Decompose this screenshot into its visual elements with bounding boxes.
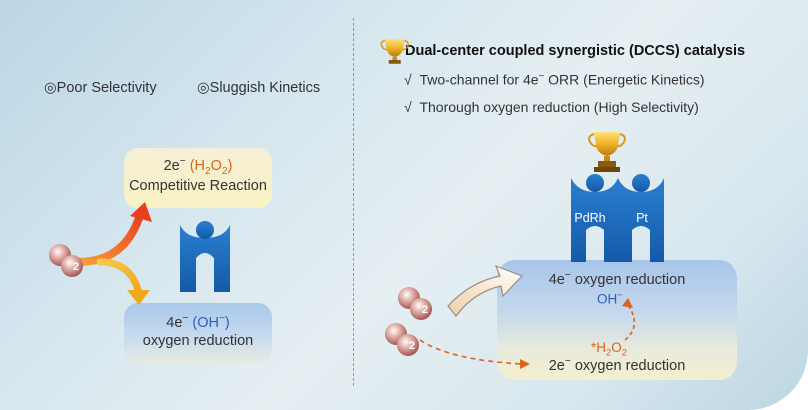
box-line-1: 4e− (OH−) [166, 313, 230, 331]
h2o2-to-oh-arrow [622, 298, 636, 341]
four-electron-channel-arrow [447, 264, 524, 317]
four-electron-label: 4e− oxygen reduction [548, 270, 686, 288]
bullet-text: Poor Selectivity [56, 80, 157, 96]
site-label-pt: Pt [636, 211, 648, 225]
box-line-2: Competitive Reaction [129, 178, 267, 194]
o2-molecule-icon [49, 244, 83, 277]
bullet-text: Sluggish Kinetics [209, 80, 321, 96]
competitive-reaction-box: 2e− (H2O2) Competitive Reaction [124, 148, 272, 208]
catalyst-figure-icon [571, 174, 618, 262]
four-electron-path-arrow [96, 258, 150, 305]
bullet-poor-selectivity: ◎Poor Selectivity [44, 80, 157, 96]
bullet-sluggish-kinetics: ◎Sluggish Kinetics [197, 80, 320, 96]
h2o2-intermediate-label: *H2O2 [591, 340, 628, 359]
bullet-glyph: ◎ [44, 80, 57, 96]
check-line-2: √ Thorough oxygen reduction (High Select… [404, 99, 699, 115]
box-line-1: 2e− (H2O2) [163, 156, 233, 177]
o2-label: 2 [422, 304, 428, 316]
o2-molecule-icon [398, 287, 432, 320]
bullet-glyph: ◎ [197, 80, 210, 96]
oh-product-label: OH− [597, 290, 623, 307]
panel-divider [353, 18, 354, 386]
catalyst-figure-icon [618, 174, 664, 262]
dccs-title: Dual-center coupled synergistic (DCCS) c… [405, 43, 746, 59]
box-line-2: oxygen reduction [142, 333, 254, 349]
four-electron-box: 4e− (OH−) oxygen reduction [124, 303, 272, 363]
catalyst-figure-icon [180, 221, 230, 292]
trophy-icon [380, 39, 409, 64]
o2-molecule-icon [385, 323, 419, 356]
o2-label: 2 [73, 261, 79, 273]
competitive-path-arrow [74, 202, 152, 266]
site-label-pdrh: PdRh [574, 211, 605, 225]
two-electron-label: 2e− oxygen reduction [548, 356, 686, 374]
dccs-reaction-box: 4e− oxygen reduction OH− *H2O2 2e− oxyge… [497, 260, 737, 380]
check-line-1: √ Two-channel for 4e− ORR (Energetic Kin… [404, 71, 705, 88]
two-electron-path-arrow [419, 339, 530, 369]
o2-label: 2 [409, 340, 415, 352]
trophy-icon [588, 132, 626, 172]
